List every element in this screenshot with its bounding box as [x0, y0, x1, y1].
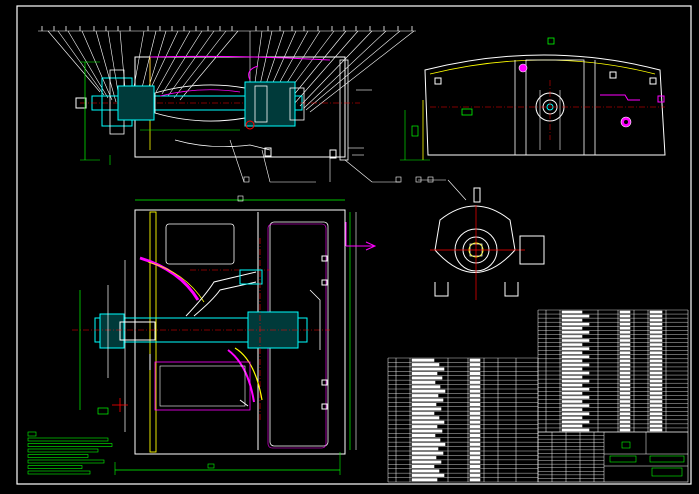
parts-list-row	[561, 412, 590, 416]
note-line	[27, 459, 105, 464]
motor-side-view	[418, 179, 545, 300]
parts-list-row	[561, 379, 590, 383]
parts-list-row	[561, 392, 583, 395]
parts-list-row	[561, 339, 590, 342]
parts-list-row	[561, 363, 590, 367]
parts-list-row	[561, 331, 590, 334]
parts-list-row	[561, 314, 590, 318]
note-line	[27, 437, 109, 442]
sectional-elevation-view	[38, 26, 434, 183]
parts-list-row	[561, 347, 590, 350]
parts-list-row	[561, 375, 583, 379]
sheet-border	[16, 5, 692, 485]
note-line	[27, 470, 91, 475]
end-view	[400, 37, 666, 161]
parts-list-row	[561, 416, 583, 420]
callout-labels	[41, 26, 413, 31]
plan-view	[72, 195, 377, 475]
parts-list-row	[561, 351, 583, 355]
parts-list-row	[561, 322, 590, 326]
parts-list-row	[561, 326, 583, 330]
note-line	[27, 443, 113, 447]
parts-list-row	[561, 400, 583, 403]
note-line	[27, 454, 89, 458]
parts-list-row	[561, 359, 583, 363]
parts-list-row	[561, 371, 590, 375]
parts-list-row	[561, 367, 583, 371]
parts-list-table	[387, 309, 689, 483]
technical-notes	[27, 431, 113, 475]
parts-list-row	[561, 318, 583, 322]
callout-leaders	[38, 30, 416, 113]
parts-list-row	[561, 355, 590, 359]
parts-list-row	[561, 420, 590, 424]
note-line	[27, 465, 83, 469]
parts-list-row	[561, 404, 590, 407]
note-line	[27, 448, 99, 453]
parts-list-row	[561, 428, 590, 432]
parts-list-row	[561, 335, 583, 338]
parts-list-row	[561, 310, 583, 314]
parts-list-row	[561, 424, 583, 428]
parts-list-row	[561, 343, 583, 346]
parts-list-row	[561, 383, 583, 387]
parts-list-row	[561, 408, 583, 411]
parts-list-row	[561, 387, 590, 391]
parts-list-row	[561, 396, 590, 399]
